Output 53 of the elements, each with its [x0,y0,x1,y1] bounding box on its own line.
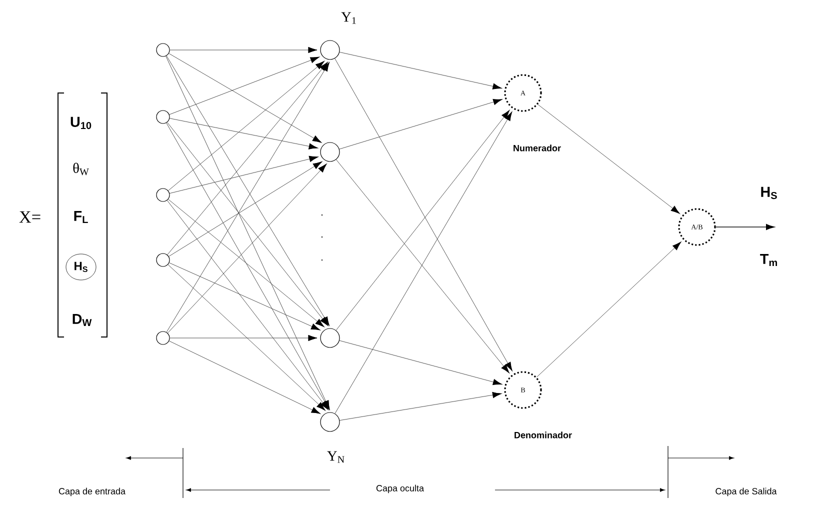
arrow [166,122,330,410]
arrow [536,242,682,378]
layer-label: Y$_{1}$ [341,12,356,24]
arrow [339,98,502,150]
vector-label: X= [19,211,40,223]
arrow [168,264,326,411]
arrow [166,56,330,410]
arrow [168,340,320,414]
arrow [339,340,502,386]
circled-variable: H$_{S}$ [66,254,96,280]
arrow [166,200,328,410]
neuron-circle [320,142,340,162]
arrow [538,104,680,214]
arrow [168,60,324,191]
arrow [170,46,318,54]
arrow [334,112,512,414]
vector-entry: D$_{W}$ [72,314,92,326]
arrow [168,262,320,330]
node-caption: Numerador [514,144,561,152]
arrow [167,164,327,334]
vector-entry: F$_{L}$ [74,210,88,224]
layer-label: Capa de entrada [58,488,126,496]
arrow [336,110,510,331]
layer-label: Capa oculta [376,484,424,494]
neuron-circle [320,40,340,60]
output-label: T$_{m}$ [760,254,777,266]
neuron-circle [156,43,170,57]
arrow [339,52,502,90]
neuron-circle [320,328,340,348]
neuron-circle [156,188,170,202]
arrow [169,156,318,194]
neuron-circle [320,412,340,432]
arrow [166,122,328,326]
arrow [167,62,328,256]
output-label: H$_{S}$ [761,186,777,200]
arrow [170,334,318,342]
neuron-circle [156,110,170,124]
arrow [168,53,322,143]
layer-label: Capa de Salida [716,488,777,496]
arrow [169,118,318,150]
arrow [169,56,320,115]
arrow [334,58,512,372]
layer-label: Y$_{N}$ [327,451,344,463]
node-caption: Denominador [514,432,572,438]
vector-entry: U$_{10}$ [70,116,92,130]
arrow [336,159,510,374]
arrow [168,162,322,257]
vector-entry: θ$_{W}$ [73,162,89,176]
arrow [168,199,324,328]
neuron-circle [156,331,170,345]
arrow [715,224,774,230]
arrow [339,392,502,421]
neuron-circle [156,253,170,267]
